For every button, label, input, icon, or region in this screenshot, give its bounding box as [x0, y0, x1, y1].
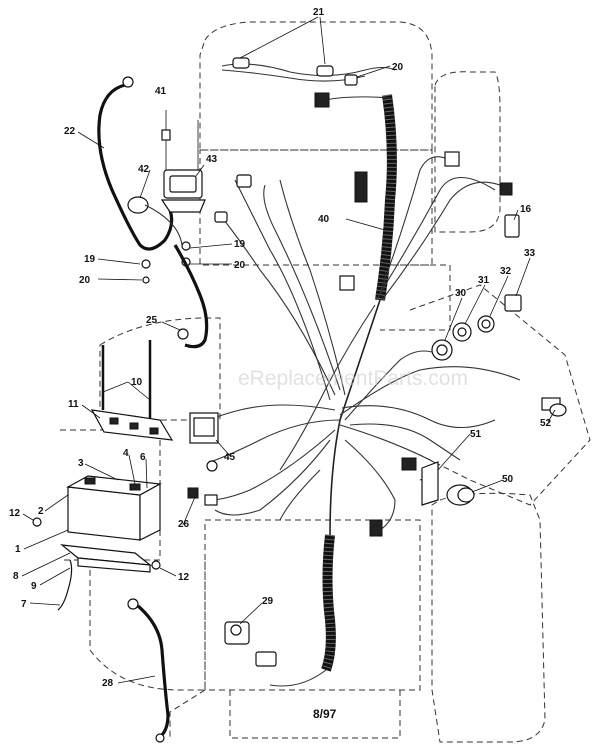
lower-harness-coil: [321, 534, 336, 672]
label-1: 1: [15, 544, 21, 555]
battery: [32, 475, 162, 611]
battery-holddown: [90, 340, 174, 441]
plug-42: [127, 196, 149, 214]
leader-lines: [21, 16, 556, 684]
label-52: 52: [540, 418, 552, 429]
label-45: 45: [224, 452, 236, 463]
label-25: 25: [146, 315, 158, 326]
connector-40: [354, 171, 368, 203]
label-6: 6: [140, 452, 146, 463]
top-wire-assembly: [221, 57, 396, 108]
label-33: 33: [524, 248, 536, 259]
label-8: 8: [13, 571, 19, 582]
switch-33: [504, 294, 522, 312]
connector-22a: [232, 57, 250, 69]
right-components: [369, 182, 567, 537]
label-51: 51: [470, 429, 482, 440]
switch-16: [504, 214, 520, 238]
label-50: 50: [502, 474, 514, 485]
footer-code: 8/97: [313, 707, 337, 721]
label-28: 28: [102, 678, 114, 689]
battery-cable-24: [97, 76, 174, 251]
harness-wires: [209, 156, 521, 687]
left-components: [187, 151, 460, 667]
label-10: 10: [131, 377, 143, 388]
connector-22b: [316, 65, 334, 77]
label-22: 21: [313, 7, 325, 18]
connector-21: [344, 74, 358, 86]
label-16: 16: [520, 204, 532, 215]
label-20-right: 20: [234, 260, 246, 271]
plate-51: [421, 461, 439, 506]
label-12-right: 12: [178, 572, 190, 583]
label-20-left: 20: [79, 275, 91, 286]
label-24: 22: [64, 126, 76, 137]
label-40: 40: [318, 214, 330, 225]
label-3: 3: [78, 458, 84, 469]
label-19-left: 19: [84, 254, 96, 265]
label-7: 7: [21, 599, 27, 610]
part-labels: 21 20 22 41 42 43 19 20 19 20 25 40 16 3…: [9, 7, 552, 689]
solenoid-assembly: [127, 110, 206, 284]
label-32: 32: [500, 266, 512, 277]
label-41: 41: [155, 86, 167, 97]
cable-25: [173, 244, 209, 349]
label-29: 29: [262, 596, 274, 607]
tractor-outline: [60, 21, 591, 743]
label-11: 11: [68, 399, 79, 410]
label-31: 31: [478, 275, 490, 286]
label-43: 43: [206, 154, 218, 165]
label-19-right: 19: [234, 239, 246, 250]
label-12-left: 12: [9, 508, 21, 519]
label-4: 4: [123, 448, 129, 459]
ground-cable-28: [127, 598, 170, 743]
terminal-ring: [122, 76, 134, 88]
label-42: 42: [138, 164, 150, 175]
label-2: 2: [38, 506, 44, 517]
main-harness-coil: [375, 94, 397, 301]
connector-top-plug: [314, 92, 330, 108]
label-21: 20: [392, 62, 404, 73]
watermark: eReplacementParts.com: [238, 367, 468, 390]
label-26: 26: [178, 519, 190, 530]
label-30: 30: [455, 288, 467, 299]
label-9: 9: [31, 581, 37, 592]
